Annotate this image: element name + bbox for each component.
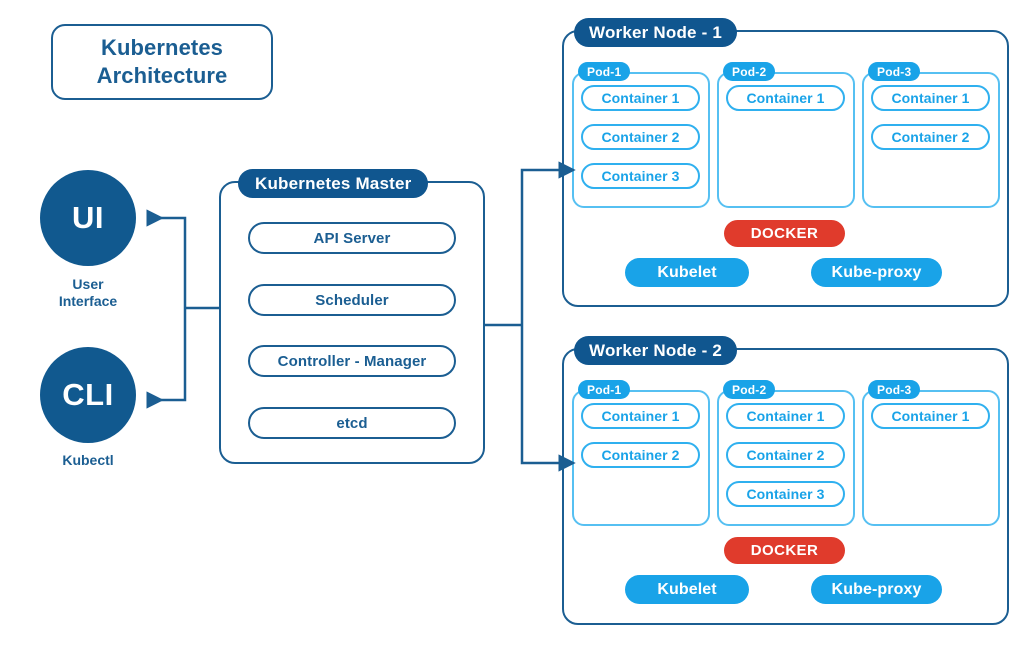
cli-client-label: Kubectl — [8, 452, 168, 469]
worker-node-2-kube-proxy-pill[interactable]: Kube-proxy — [811, 575, 942, 604]
ui-client-label: User Interface — [8, 276, 168, 310]
worker-node-2-pod-2-container-2[interactable]: Container 2 — [726, 442, 845, 468]
diagram-title-line-2: Architecture — [96, 63, 228, 88]
worker-node-1-pod-1-label: Pod-1 — [578, 62, 631, 81]
ui-client-node[interactable]: UI — [40, 170, 136, 266]
ui-client-label-line-1: User — [72, 276, 104, 292]
worker-node-1-kubelet-pill[interactable]: Kubelet — [625, 258, 749, 287]
worker-node-1-header: Worker Node - 1 — [574, 18, 738, 47]
master-to-workers-connector — [485, 161, 576, 472]
worker-node-1-pod-2-label: Pod-2 — [723, 62, 776, 81]
worker-node-1-pod-3-container-2[interactable]: Container 2 — [871, 124, 990, 150]
ui-client-label-line-2: Interface — [58, 293, 118, 309]
cli-client-abbr: CLI — [62, 377, 114, 412]
master-component-etcd[interactable]: etcd — [248, 407, 456, 439]
worker-node-2-header: Worker Node - 2 — [574, 336, 738, 365]
worker-node-2-pod-2-container-3[interactable]: Container 3 — [726, 481, 845, 507]
kubernetes-master-header: Kubernetes Master — [238, 169, 429, 198]
ui-client-abbr: UI — [72, 200, 104, 235]
worker-node-1-pod-1-container-3[interactable]: Container 3 — [581, 163, 700, 189]
worker-node-2-kubelet-pill[interactable]: Kubelet — [625, 575, 749, 604]
worker-node-1-pod-1-container-1[interactable]: Container 1 — [581, 85, 700, 111]
worker-node-2-pod-1-label: Pod-1 — [578, 380, 631, 399]
worker-node-1-pod-1-container-2[interactable]: Container 2 — [581, 124, 700, 150]
worker-node-2-pod-3-container-1[interactable]: Container 1 — [871, 403, 990, 429]
diagram-title-line-1: Kubernetes — [100, 35, 224, 60]
master-component-api-server[interactable]: API Server — [248, 222, 456, 254]
master-component-controller-manager[interactable]: Controller - Manager — [248, 345, 456, 377]
cli-client-label-line-1: Kubectl — [62, 452, 114, 468]
cli-client-node[interactable]: CLI — [40, 347, 136, 443]
worker-node-2-pod-1-container-2[interactable]: Container 2 — [581, 442, 700, 468]
worker-node-2-pod-3-label: Pod-3 — [868, 380, 921, 399]
worker-node-1-pod-2-container-1[interactable]: Container 1 — [726, 85, 845, 111]
worker-node-1-kube-proxy-pill[interactable]: Kube-proxy — [811, 258, 942, 287]
worker-node-1-pod-3-label: Pod-3 — [868, 62, 921, 81]
worker-node-2-pod-2-label: Pod-2 — [723, 380, 776, 399]
worker-node-1-pod-3-container-1[interactable]: Container 1 — [871, 85, 990, 111]
worker-node-2-docker-pill[interactable]: DOCKER — [724, 537, 845, 564]
diagram-title-box: Kubernetes Architecture — [51, 24, 273, 100]
master-component-scheduler[interactable]: Scheduler — [248, 284, 456, 316]
worker-node-2-pod-1-container-1[interactable]: Container 1 — [581, 403, 700, 429]
worker-node-2-pod-2-container-1[interactable]: Container 1 — [726, 403, 845, 429]
worker-node-1-docker-pill[interactable]: DOCKER — [724, 220, 845, 247]
